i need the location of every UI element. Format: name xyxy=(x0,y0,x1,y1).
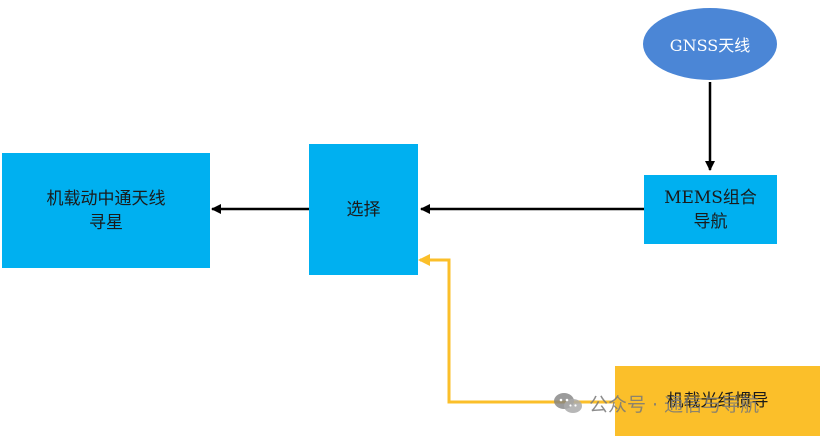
gnss-antenna-node: GNSS天线 xyxy=(643,8,777,80)
arrow-fog-to-selector xyxy=(418,254,615,404)
selector-node: 选择 xyxy=(309,144,418,275)
satcom-antenna-label-line1: 机载动中通天线 xyxy=(46,188,166,209)
mems-navigation-label-line1: MEMS组合 xyxy=(664,187,757,208)
mems-navigation-label-line2: 导航 xyxy=(693,211,728,232)
fiber-ins-node: 机载光纤惯导 xyxy=(615,366,820,436)
satcom-antenna-label-line2: 寻星 xyxy=(89,212,123,233)
fiber-ins-label: 机载光纤惯导 xyxy=(666,391,769,411)
mems-navigation-node: MEMS组合 导航 xyxy=(644,175,777,244)
selector-label: 选择 xyxy=(346,199,381,220)
gnss-antenna-label: GNSS天线 xyxy=(669,36,751,55)
satcom-antenna-node: 机载动中通天线 寻星 xyxy=(2,153,210,268)
